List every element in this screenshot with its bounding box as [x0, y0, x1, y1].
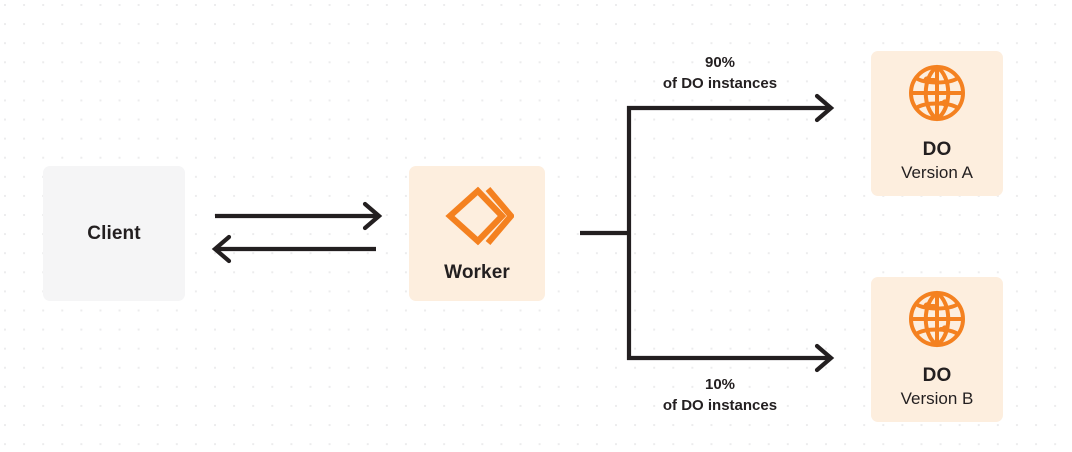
node-do-a-label: DO	[922, 139, 952, 161]
node-do-a-sublabel: Version A	[901, 163, 973, 183]
arrow-branch-to-do-a	[627, 93, 835, 123]
node-do-version-b[interactable]: DO Version B	[871, 277, 1003, 422]
edge-label-worker-to-do-a: 90% of DO instances	[620, 52, 820, 95]
cloudflare-workers-logo-icon	[440, 184, 516, 248]
node-do-version-a[interactable]: DO Version A	[871, 51, 1003, 196]
node-client-label: Client	[87, 222, 141, 244]
node-worker-label: Worker	[444, 261, 510, 283]
edge-label-worker-to-do-b: 10% of DO instances	[620, 374, 820, 417]
arrow-client-to-worker	[215, 201, 383, 231]
node-worker[interactable]: Worker	[409, 166, 545, 301]
edge-label-text: of DO instances	[662, 397, 778, 415]
arrow-worker-to-client	[211, 234, 376, 264]
edge-label-percent: 90%	[704, 54, 736, 71]
edge-label-text: of DO instances	[662, 75, 778, 93]
arrow-branch-to-do-b	[627, 343, 835, 373]
node-do-b-sublabel: Version B	[900, 389, 974, 409]
node-client[interactable]: Client	[43, 166, 185, 301]
durable-object-globe-icon	[907, 289, 967, 349]
node-do-b-label: DO	[922, 365, 952, 387]
durable-object-globe-icon	[907, 63, 967, 123]
edge-label-percent: 10%	[704, 376, 736, 393]
